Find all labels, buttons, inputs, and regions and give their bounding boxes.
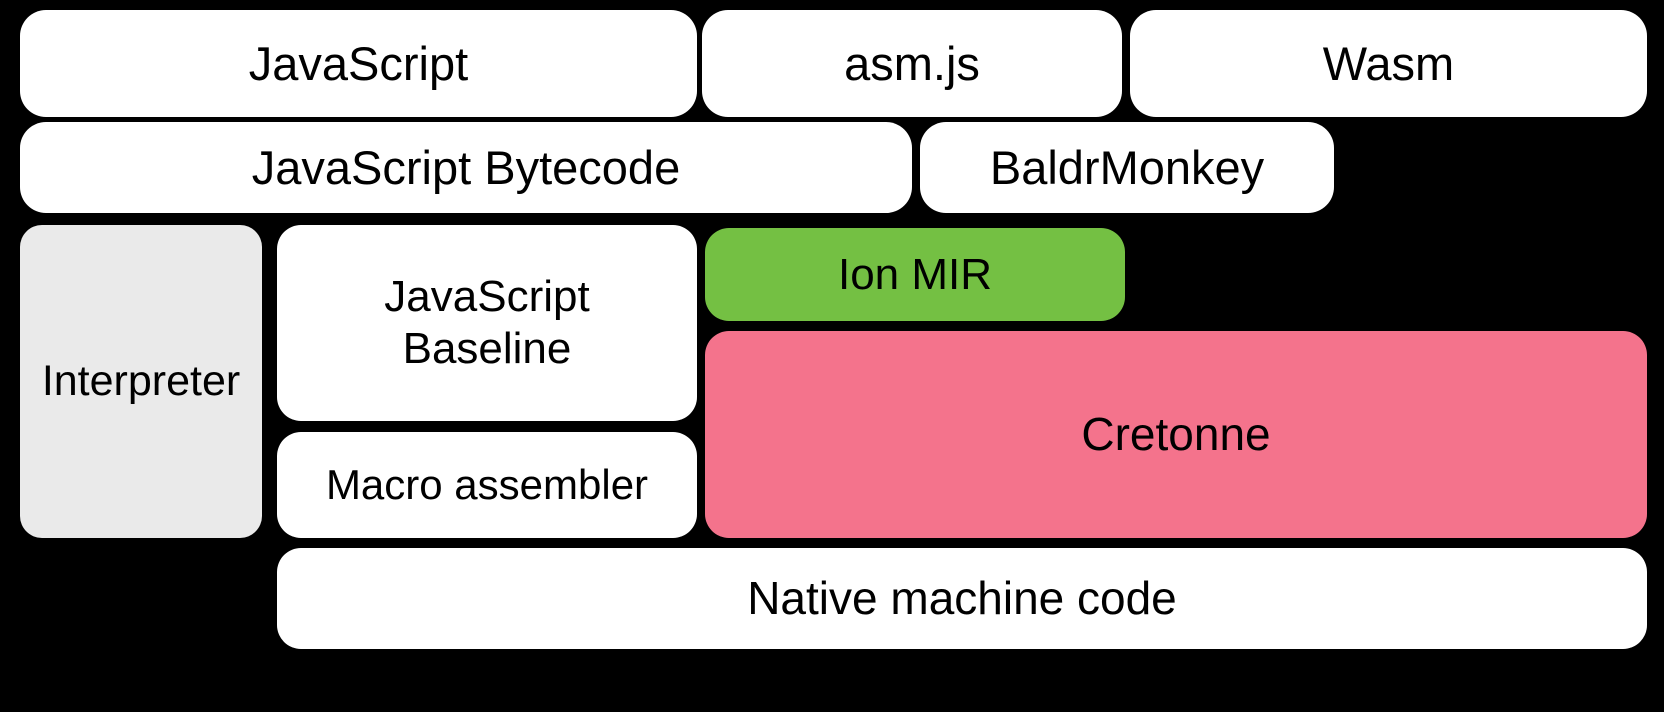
node-cretonne[interactable]: Cretonne <box>705 331 1647 538</box>
node-macro-assembler[interactable]: Macro assembler <box>277 432 697 538</box>
node-asm-js[interactable]: asm.js <box>702 10 1122 117</box>
node-javascript-baseline[interactable]: JavaScript Baseline <box>277 225 697 421</box>
node-baldrmonkey[interactable]: BaldrMonkey <box>920 122 1334 213</box>
node-native-machine-code[interactable]: Native machine code <box>277 548 1647 649</box>
node-interpreter[interactable]: Interpreter <box>20 225 262 538</box>
node-wasm[interactable]: Wasm <box>1130 10 1647 117</box>
node-ion-mir[interactable]: Ion MIR <box>705 228 1125 321</box>
node-javascript[interactable]: JavaScript <box>20 10 697 117</box>
node-javascript-bytecode[interactable]: JavaScript Bytecode <box>20 122 912 213</box>
